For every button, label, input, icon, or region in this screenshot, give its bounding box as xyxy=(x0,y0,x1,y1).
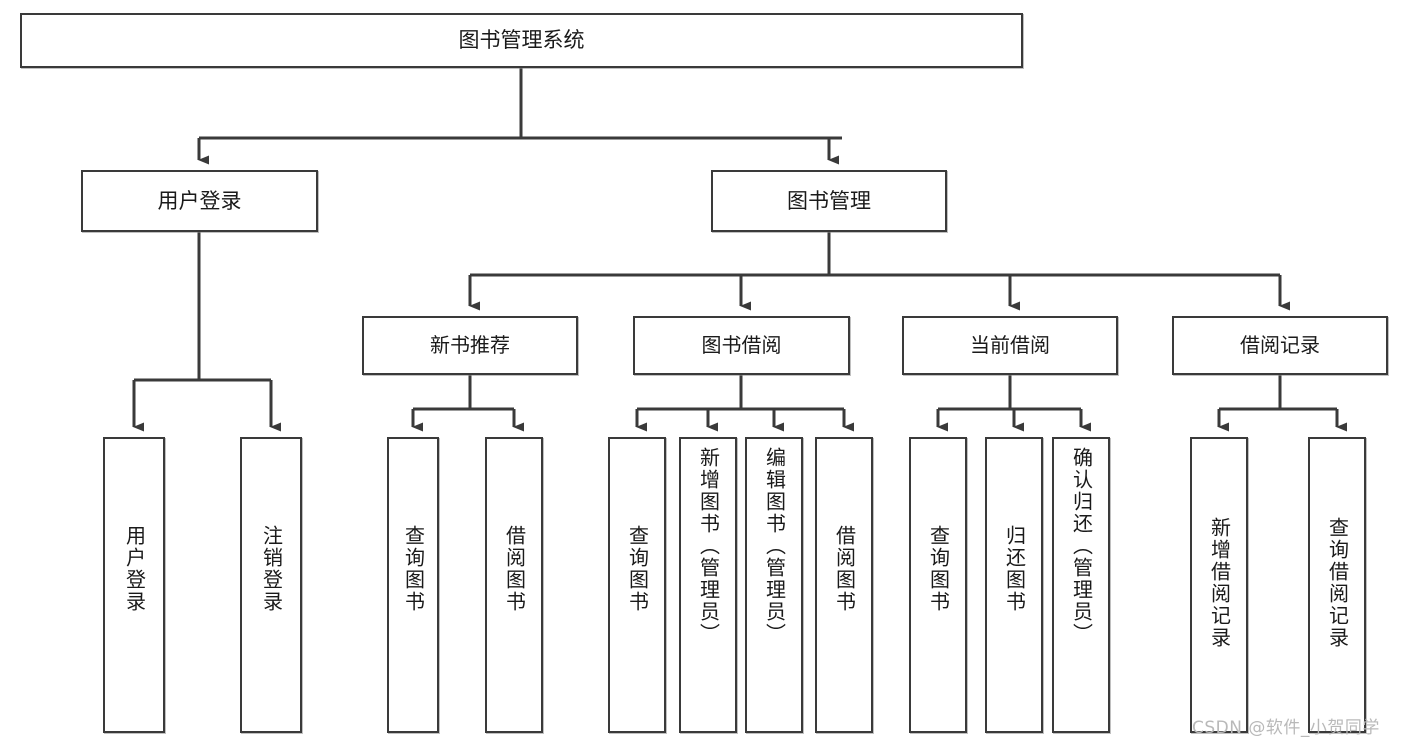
leaf-record-query[interactable]: 查询借阅记录 xyxy=(1308,437,1366,733)
node-new-book-recommend[interactable]: 新书推荐 xyxy=(362,316,578,375)
leaf-logout[interactable]: 注销登录 xyxy=(240,437,302,733)
node-user-login[interactable]: 用户登录 xyxy=(81,170,318,232)
leaf-borrow-lend-book[interactable]: 借阅图书 xyxy=(815,437,873,733)
node-book-borrow[interactable]: 图书借阅 xyxy=(633,316,850,375)
leaf-record-add[interactable]: 新增借阅记录 xyxy=(1190,437,1248,733)
node-label: 查询图书 xyxy=(926,525,951,613)
leaf-current-confirm-return-admin[interactable]: 确认归还（管理员） xyxy=(1052,437,1110,733)
node-system-root[interactable]: 图书管理系统 xyxy=(20,13,1023,68)
node-label: 借阅图书 xyxy=(502,525,527,613)
node-label: 用户登录 xyxy=(157,188,242,213)
node-label: 图书管理 xyxy=(787,188,871,213)
node-label: 归还图书 xyxy=(1002,525,1027,613)
node-label: 图书管理系统 xyxy=(458,28,585,53)
node-label: 编辑图书（管理员） xyxy=(762,447,787,645)
leaf-borrow-add-book-admin[interactable]: 新增图书（管理员） xyxy=(679,437,737,733)
node-label: 确认归还（管理员） xyxy=(1069,447,1094,645)
node-label: 注销登录 xyxy=(259,525,284,613)
node-label: 借阅记录 xyxy=(1240,332,1320,357)
leaf-recommend-query-book[interactable]: 查询图书 xyxy=(387,437,439,733)
node-label: 新增图书（管理员） xyxy=(696,447,721,645)
node-current-borrow[interactable]: 当前借阅 xyxy=(902,316,1118,375)
node-label: 用户登录 xyxy=(122,525,147,613)
node-label: 新书推荐 xyxy=(430,332,510,357)
leaf-borrow-query-book[interactable]: 查询图书 xyxy=(608,437,666,733)
leaf-current-return-book[interactable]: 归还图书 xyxy=(985,437,1043,733)
node-borrow-record[interactable]: 借阅记录 xyxy=(1172,316,1388,375)
csdn-watermark: CSDN @软件_小贺同学 xyxy=(1192,718,1380,738)
node-book-management[interactable]: 图书管理 xyxy=(711,170,947,232)
node-label: 图书借阅 xyxy=(701,332,782,357)
node-label: 借阅图书 xyxy=(832,525,857,613)
leaf-user-login[interactable]: 用户登录 xyxy=(103,437,165,733)
node-label: 查询图书 xyxy=(625,525,650,613)
leaf-borrow-edit-book-admin[interactable]: 编辑图书（管理员） xyxy=(745,437,803,733)
node-label: 查询图书 xyxy=(401,525,426,613)
node-label: 新增借阅记录 xyxy=(1207,517,1232,649)
node-label: 当前借阅 xyxy=(970,332,1050,357)
leaf-recommend-borrow-book[interactable]: 借阅图书 xyxy=(485,437,543,733)
leaf-current-query-book[interactable]: 查询图书 xyxy=(909,437,967,733)
node-label: 查询借阅记录 xyxy=(1325,517,1350,649)
